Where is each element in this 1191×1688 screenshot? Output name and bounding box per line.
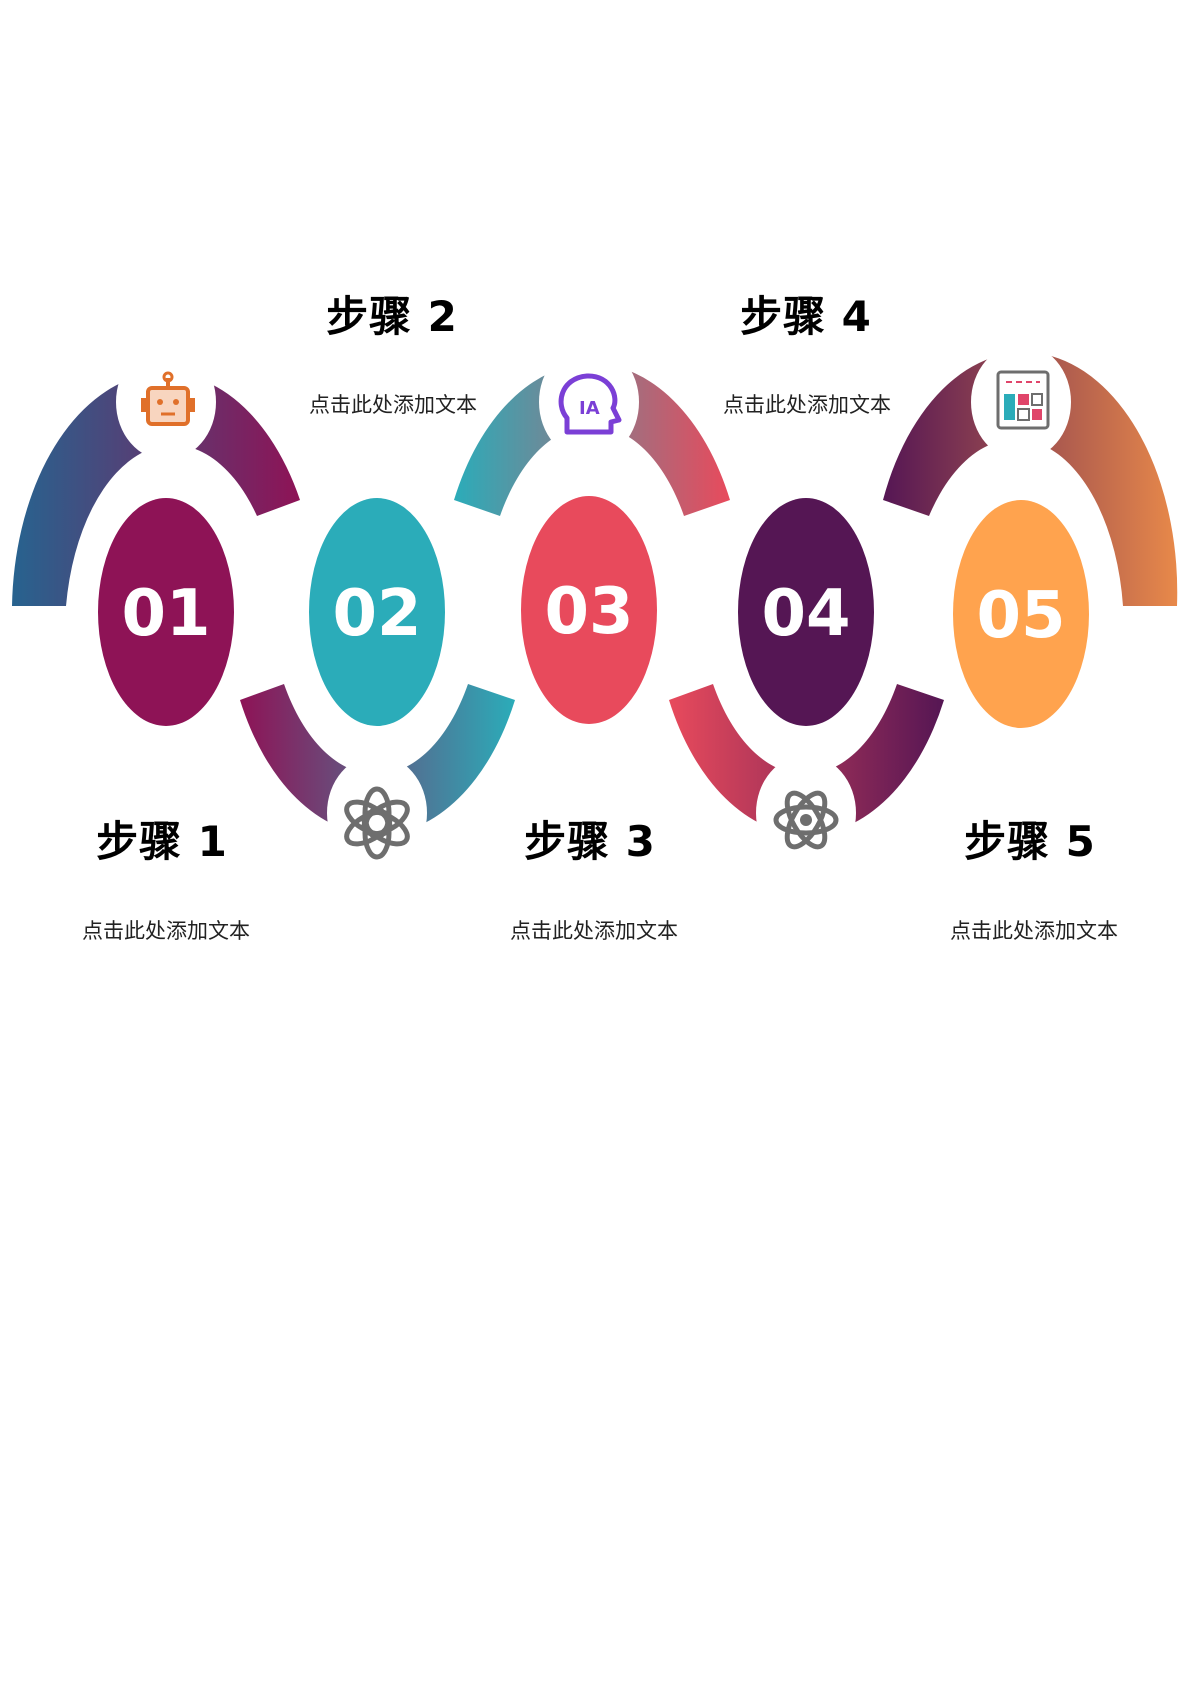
arc-bottom-2 [669, 684, 944, 835]
step-ellipses: 01 02 03 04 05 [98, 496, 1089, 728]
step-5-title: 步骤 5 [964, 817, 1096, 866]
step-1-ellipse [98, 498, 234, 726]
ribbon-arcs [12, 352, 1178, 835]
step-2-ellipse [309, 498, 445, 726]
step-3-text[interactable]: 点击此处添加文本 [510, 919, 678, 943]
step-3-number: 03 [544, 575, 633, 649]
step-5-ellipse [953, 500, 1089, 728]
arc-top-3 [883, 352, 1178, 606]
arc-bottom-1 [240, 684, 515, 835]
robot-icon [141, 371, 195, 426]
openai-knot-icon [344, 786, 410, 860]
step-4-ellipse [738, 498, 874, 726]
step-5-text[interactable]: 点击此处添加文本 [950, 919, 1118, 943]
arc-top-1 [12, 372, 300, 606]
step-2-title: 步骤 2 [326, 292, 458, 341]
step-3-title: 步骤 3 [524, 817, 656, 866]
svg-text:IA: IA [579, 398, 600, 419]
atom-icon [773, 790, 839, 850]
arc-top-2 [454, 363, 730, 516]
step-1-text[interactable]: 点击此处添加文本 [82, 919, 250, 943]
step-1-number: 01 [121, 577, 210, 651]
step-5-number: 05 [976, 579, 1065, 653]
step-4-text[interactable]: 点击此处添加文本 [723, 393, 891, 417]
step-3-ellipse [521, 496, 657, 724]
step-4-number: 04 [761, 577, 850, 651]
ai-head-icon: IA [558, 373, 622, 435]
step-1-title: 步骤 1 [96, 817, 228, 866]
dashboard-icon [996, 370, 1050, 430]
step-4-title: 步骤 4 [740, 292, 872, 341]
step-2-number: 02 [332, 577, 421, 651]
step-2-text[interactable]: 点击此处添加文本 [309, 393, 477, 417]
